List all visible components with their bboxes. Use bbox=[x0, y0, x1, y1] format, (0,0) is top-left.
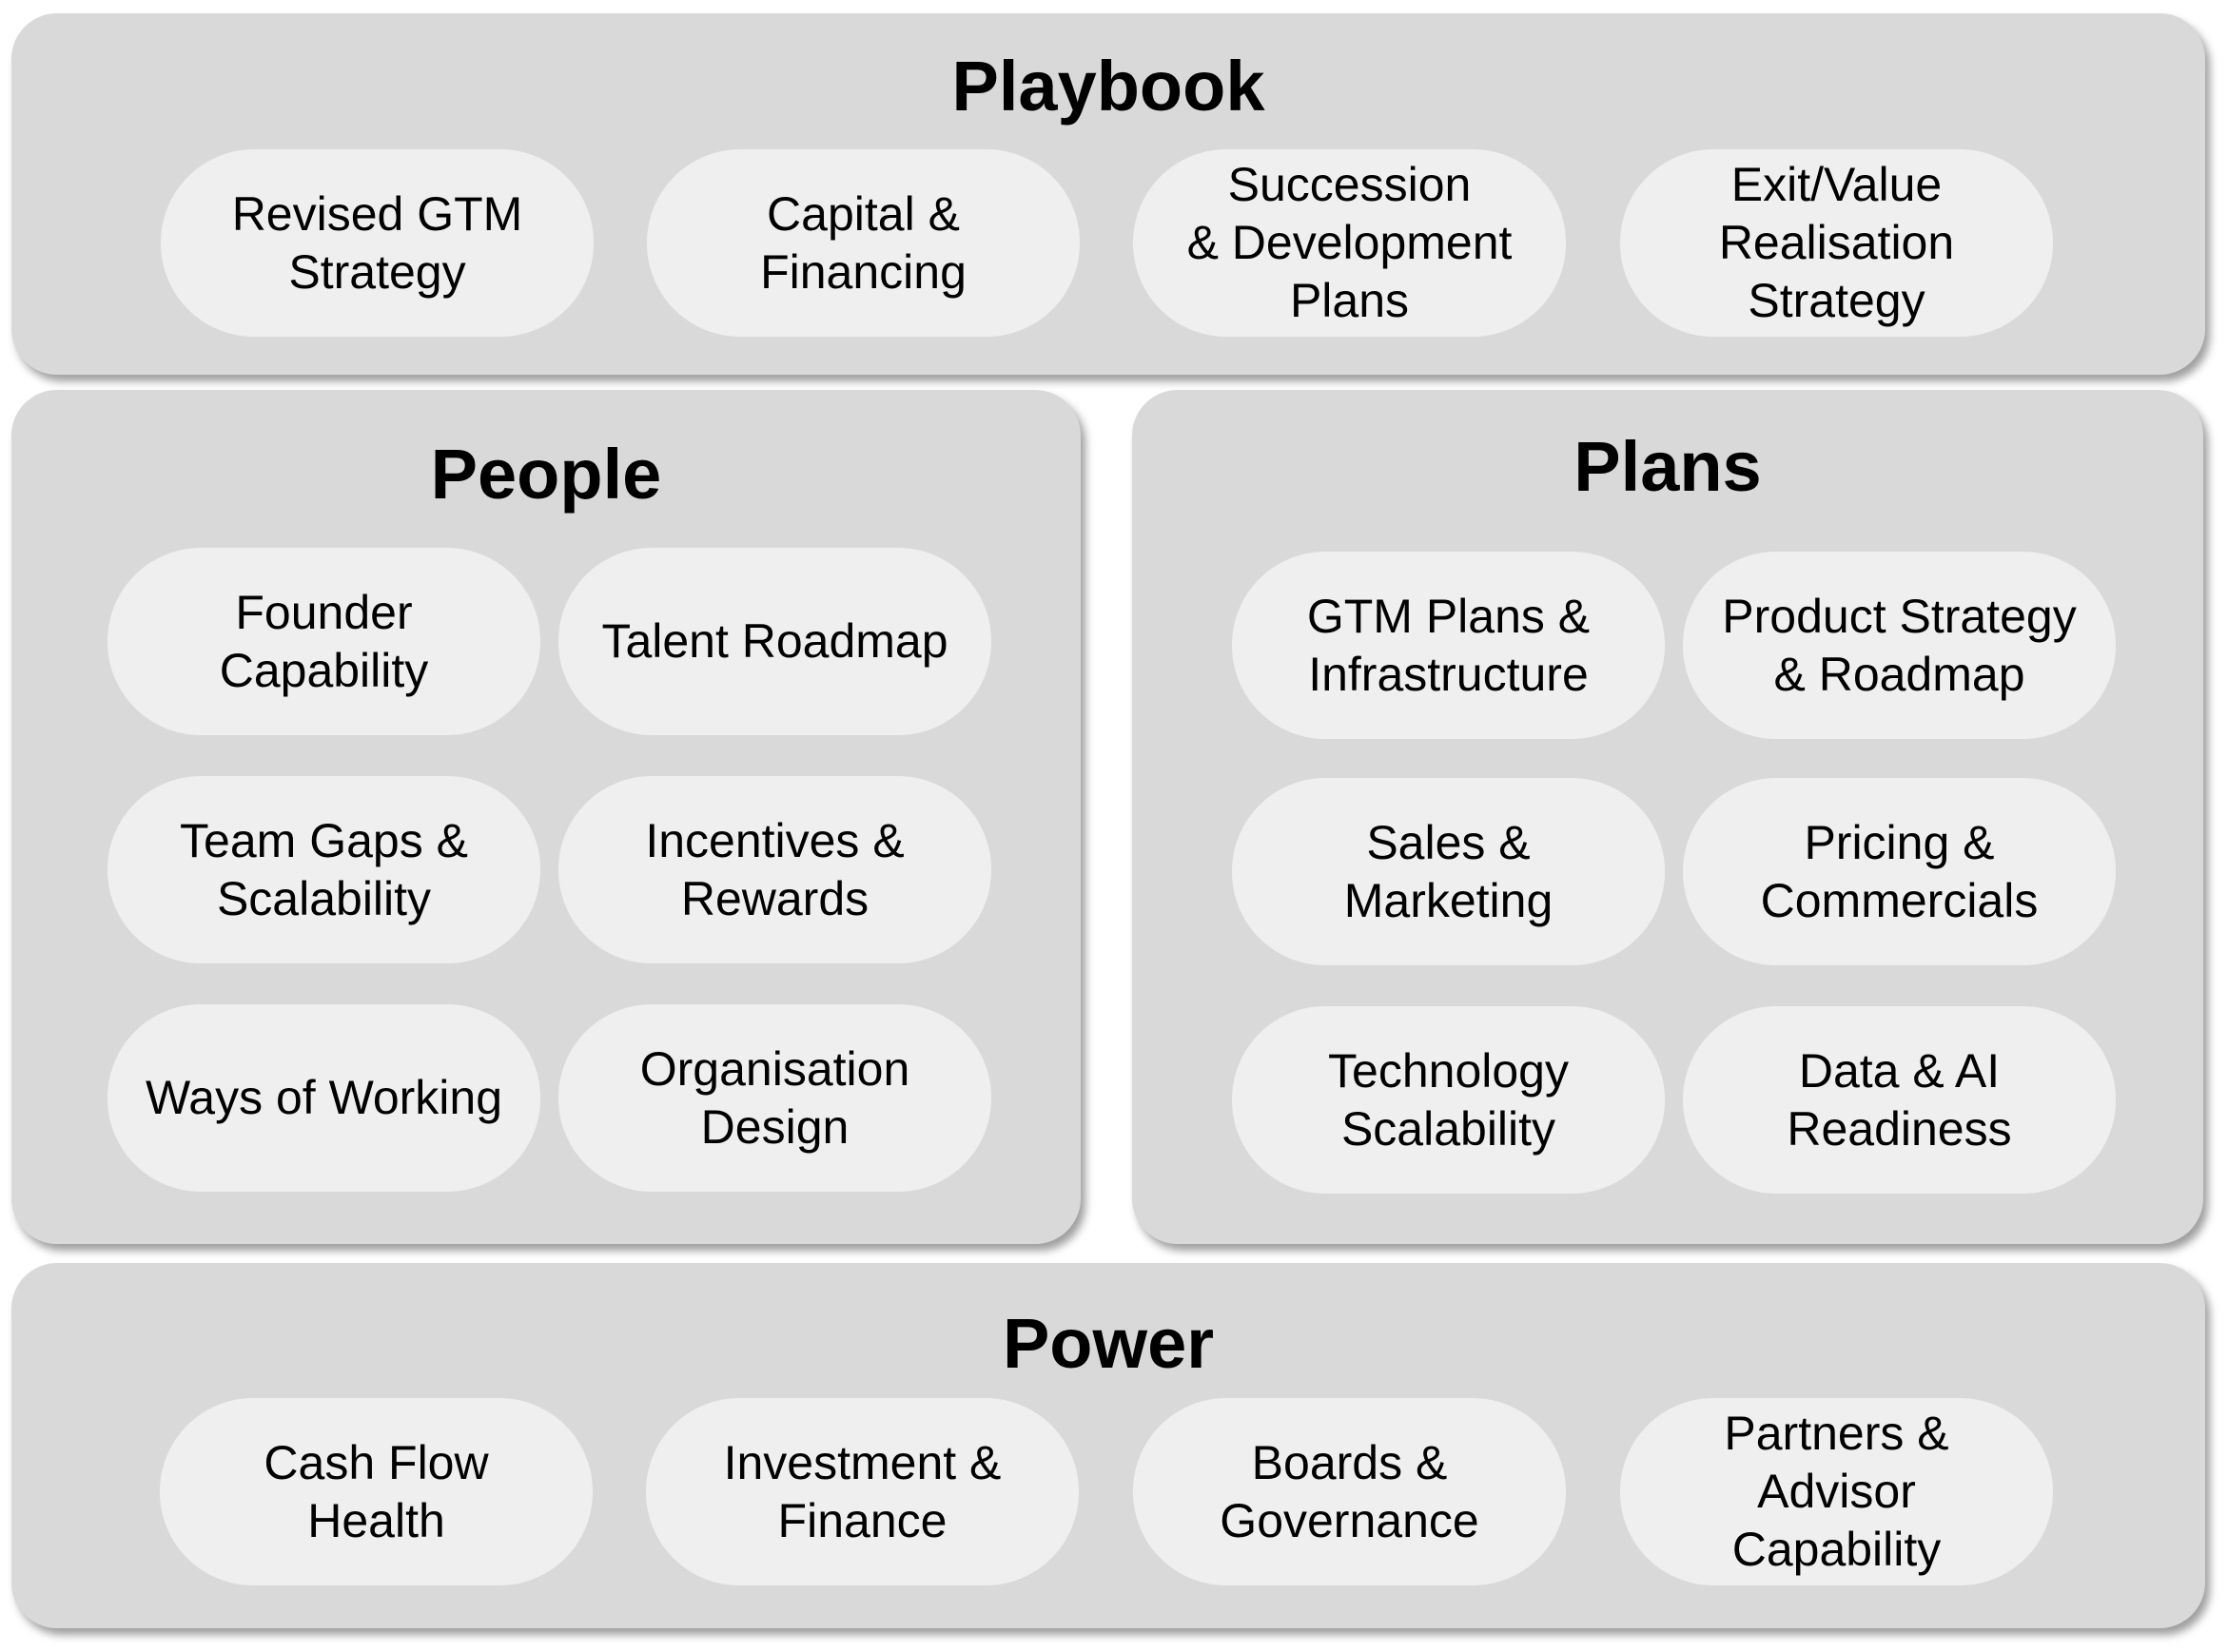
playbook-item-label: Exit/Value Realisation Strategy bbox=[1718, 158, 1955, 327]
power-item-label: Cash Flow Health bbox=[264, 1435, 489, 1547]
people-item-label: Incentives & Rewards bbox=[645, 813, 905, 925]
people-item-ways-of-working: Ways of Working bbox=[107, 1004, 540, 1192]
power-item-cash-flow-health: Cash Flow Health bbox=[160, 1398, 593, 1585]
people-item-label: Talent Roadmap bbox=[601, 614, 948, 668]
power-panel: Power Cash Flow Health Investment & Fina… bbox=[11, 1263, 2205, 1628]
playbook-item-succession-development-plans: Succession & Development Plans bbox=[1133, 149, 1566, 337]
people-panel: People Founder Capability Talent Roadmap… bbox=[11, 390, 1081, 1244]
playbook-item-exit-value-realisation-strategy: Exit/Value Realisation Strategy bbox=[1620, 149, 2053, 337]
people-item-incentives-rewards: Incentives & Rewards bbox=[558, 776, 991, 963]
power-item-partners-advisor-capability: Partners & Advisor Capability bbox=[1620, 1398, 2053, 1585]
plans-item-label: Sales & Marketing bbox=[1343, 815, 1554, 927]
people-item-founder-capability: Founder Capability bbox=[107, 548, 540, 735]
playbook-item-capital-financing: Capital & Financing bbox=[647, 149, 1080, 337]
plans-item-label: Pricing & Commercials bbox=[1760, 815, 2039, 927]
plans-title: Plans bbox=[1573, 427, 1762, 506]
people-item-team-gaps-scalability: Team Gaps & Scalability bbox=[107, 776, 540, 963]
power-item-label: Boards & Governance bbox=[1220, 1435, 1479, 1547]
people-item-label: Founder Capability bbox=[219, 585, 429, 697]
power-title: Power bbox=[1002, 1304, 1215, 1383]
plans-item-label: Technology Scalability bbox=[1328, 1043, 1569, 1156]
playbook-item-label: Capital & Financing bbox=[760, 186, 967, 299]
playbook-title: Playbook bbox=[951, 47, 1265, 126]
people-item-label: Ways of Working bbox=[145, 1071, 503, 1124]
people-item-talent-roadmap: Talent Roadmap bbox=[558, 548, 991, 735]
plans-item-sales-marketing: Sales & Marketing bbox=[1232, 778, 1665, 965]
plans-item-technology-scalability: Technology Scalability bbox=[1232, 1006, 1665, 1194]
people-item-label: Organisation Design bbox=[639, 1041, 910, 1154]
plans-item-label: Product Strategy & Roadmap bbox=[1722, 589, 2077, 701]
plans-item-data-ai-readiness: Data & AI Readiness bbox=[1683, 1006, 2116, 1194]
people-title: People bbox=[430, 435, 662, 514]
plans-item-product-strategy-roadmap: Product Strategy & Roadmap bbox=[1683, 552, 2116, 739]
power-item-label: Partners & Advisor Capability bbox=[1724, 1407, 1949, 1576]
playbook-item-label: Revised GTM Strategy bbox=[231, 186, 523, 299]
people-item-organisation-design: Organisation Design bbox=[558, 1004, 991, 1192]
power-item-investment-finance: Investment & Finance bbox=[646, 1398, 1079, 1585]
power-item-boards-governance: Boards & Governance bbox=[1133, 1398, 1566, 1585]
playbook-item-label: Succession & Development Plans bbox=[1186, 158, 1513, 327]
plans-item-gtm-plans-infrastructure: GTM Plans & Infrastructure bbox=[1232, 552, 1665, 739]
plans-item-pricing-commercials: Pricing & Commercials bbox=[1683, 778, 2116, 965]
power-item-label: Investment & Finance bbox=[723, 1435, 1002, 1547]
plans-item-label: Data & AI Readiness bbox=[1787, 1043, 2012, 1156]
playbook-item-revised-gtm-strategy: Revised GTM Strategy bbox=[161, 149, 594, 337]
plans-panel: Plans GTM Plans & Infrastructure Product… bbox=[1132, 390, 2203, 1244]
people-item-label: Team Gaps & Scalability bbox=[180, 813, 468, 925]
plans-item-label: GTM Plans & Infrastructure bbox=[1306, 589, 1591, 701]
playbook-panel: Playbook Revised GTM Strategy Capital & … bbox=[11, 13, 2205, 375]
